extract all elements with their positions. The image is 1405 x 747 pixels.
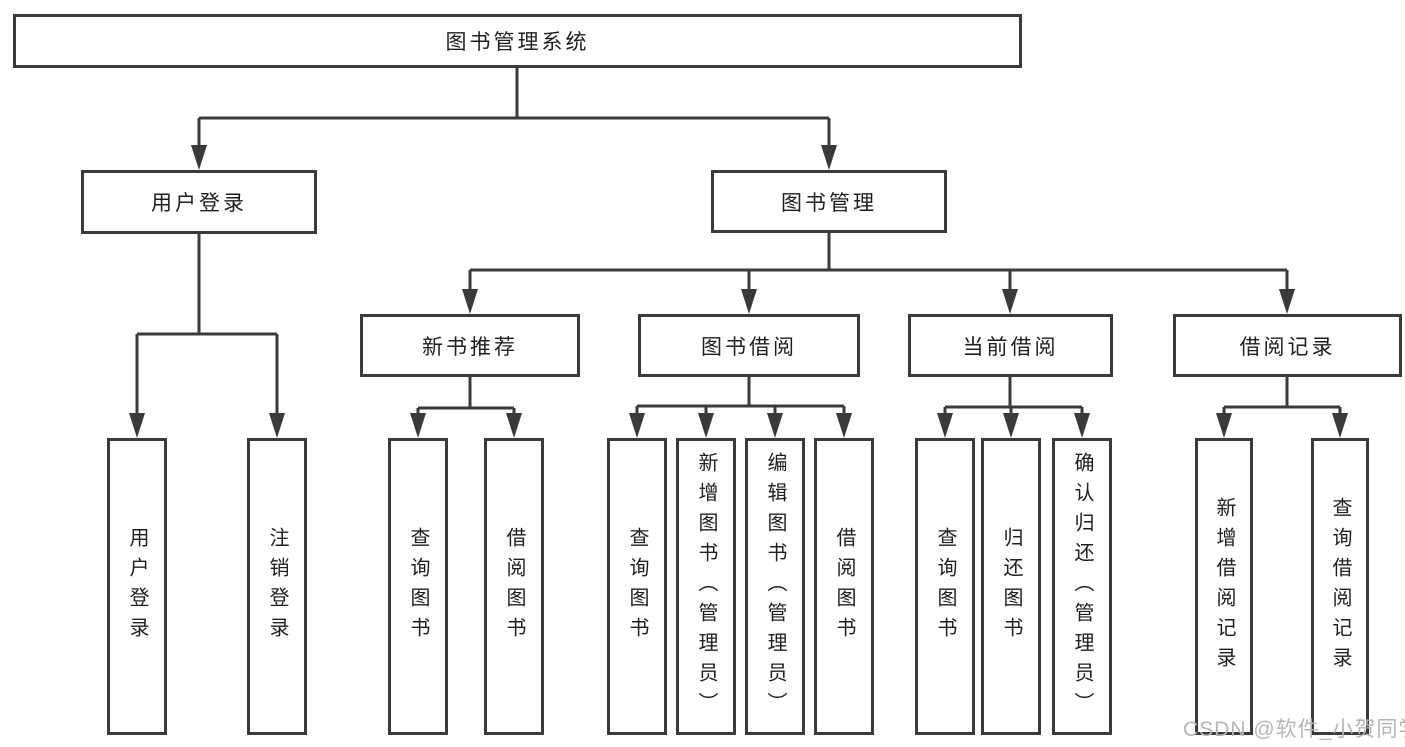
arrowhead-icon (698, 413, 714, 438)
node-user-login: 用户登录 (81, 170, 317, 234)
leaf-borrow-books-recommend: 借阅图书 (484, 438, 544, 735)
node-book-borrowing-label: 图书借阅 (701, 335, 797, 359)
watermark: CSDN @软件_小贺同学 (1183, 718, 1405, 741)
node-borrowing-records: 借阅记录 (1173, 314, 1402, 377)
arrowhead-icon (129, 413, 145, 438)
arrowhead-icon (506, 413, 522, 438)
leaf-query-books-recommend: 查询图书 (388, 438, 448, 735)
leaf-query-books-borrow: 查询图书 (607, 438, 667, 735)
node-root-label: 图书管理系统 (445, 31, 590, 54)
arrowhead-icon (191, 145, 207, 170)
leaf-user-login: 用户登录 (107, 438, 167, 735)
arrowhead-icon (1002, 289, 1018, 314)
leaf-add-books-admin: 新增图书（管理员） (676, 438, 736, 735)
leaf-edit-books-admin: 编辑图书（管理员） (745, 438, 805, 735)
node-new-book-recommendation: 新书推荐 (360, 314, 580, 377)
node-book-management-label: 图书管理 (781, 191, 877, 215)
arrowhead-icon (1332, 413, 1348, 438)
node-borrowing-records-label: 借阅记录 (1239, 335, 1336, 359)
leaf-logout-login: 注销登录 (247, 438, 307, 735)
node-user-login-label: 用户登录 (151, 192, 247, 215)
arrowhead-icon (821, 145, 837, 170)
arrowhead-icon (836, 413, 852, 438)
arrowhead-icon (629, 413, 645, 438)
leaf-borrow-books: 借阅图书 (814, 438, 874, 735)
arrowhead-icon (1216, 413, 1232, 438)
node-current-borrowing-label: 当前借阅 (962, 335, 1059, 359)
arrowhead-icon (462, 289, 478, 314)
leaf-query-books-current: 查询图书 (915, 438, 975, 735)
leaf-confirm-return-admin: 确认归还（管理员） (1052, 438, 1112, 735)
node-book-borrowing: 图书借阅 (638, 314, 860, 377)
arrowhead-icon (410, 413, 426, 438)
leaf-query-borrow-record: 查询借阅记录 (1311, 438, 1369, 735)
leaf-add-borrow-record: 新增借阅记录 (1195, 438, 1253, 735)
node-root: 图书管理系统 (13, 14, 1022, 68)
node-current-borrowing: 当前借阅 (908, 314, 1113, 377)
arrowhead-icon (1003, 413, 1019, 438)
arrowhead-icon (937, 413, 953, 438)
node-book-management: 图书管理 (711, 170, 947, 233)
node-new-book-recommendation-label: 新书推荐 (422, 335, 518, 359)
connector-path (135, 68, 1342, 418)
arrowhead-icon (1074, 413, 1090, 438)
arrowhead-icon (741, 289, 757, 314)
leaf-return-books: 归还图书 (981, 438, 1041, 735)
arrowhead-icon (1279, 289, 1295, 314)
arrowhead-icon (269, 413, 285, 438)
arrowhead-icon (767, 413, 783, 438)
